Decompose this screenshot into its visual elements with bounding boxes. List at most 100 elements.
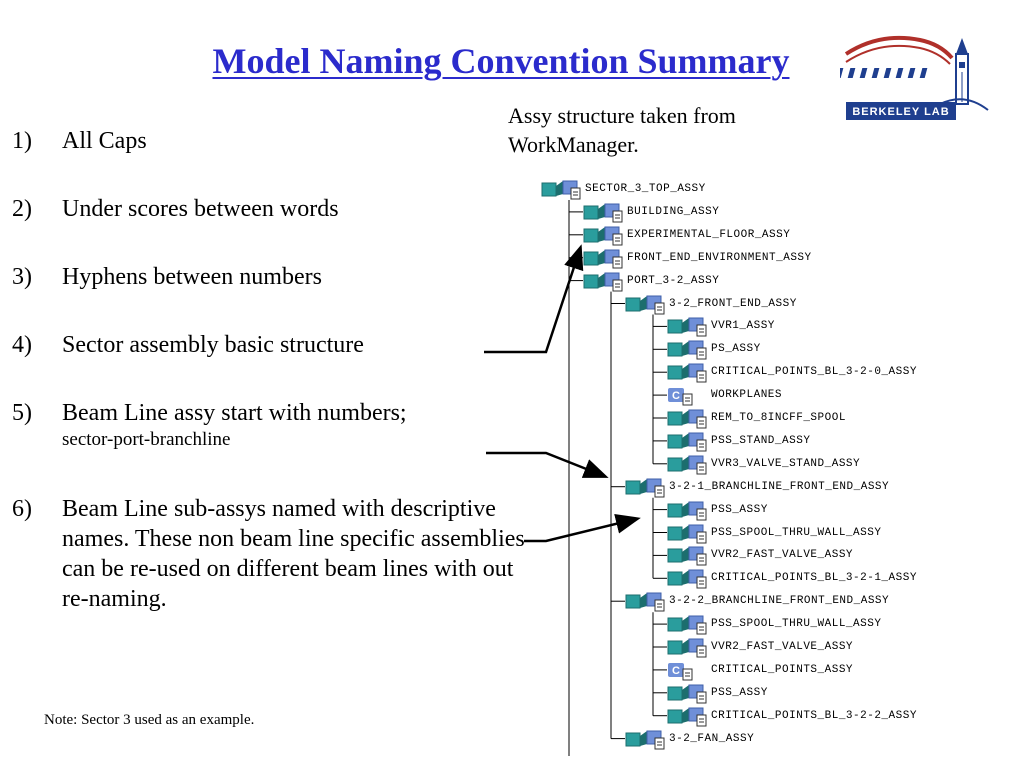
assembly-icon (625, 728, 667, 750)
tree-node[interactable]: 3-2-2_BRANCHLINE_FRONT_END_ASSY (625, 590, 889, 612)
assembly-icon (667, 613, 709, 635)
tree-node-label: REM_TO_8INCFF_SPOOL (711, 412, 846, 424)
assembly-icon (625, 293, 667, 315)
tree-node[interactable]: PSS_SPOOL_THRU_WALL_ASSY (667, 613, 881, 635)
assembly-icon (583, 224, 625, 246)
component-icon: C (667, 659, 695, 681)
tree-node-label: CRITICAL_POINTS_BL_3-2-0_ASSY (711, 366, 917, 379)
tree-node[interactable]: VVR2_FAST_VALVE_ASSY (667, 544, 853, 566)
assembly-icon (667, 453, 709, 475)
assembly-icon (667, 522, 709, 544)
tree-node-label: 3-2-2_BRANCHLINE_FRONT_END_ASSY (669, 595, 890, 608)
tree-node[interactable]: CRITICAL_POINTS_BL_3-2-1_ASSY (667, 567, 917, 589)
tree-node[interactable]: CRITICAL_POINTS_BL_3-2-0_ASSY (667, 361, 917, 383)
tree-node[interactable]: VVR2_FAST_VALVE_ASSY (667, 636, 853, 658)
tree-node-label: VVR2_FAST_VALVE_ASSY (711, 641, 854, 653)
tree-node[interactable]: C WORKPLANES (667, 384, 782, 406)
tree-node[interactable]: PSS_STAND_ASSY (667, 430, 810, 452)
tree-node[interactable]: EXPERIMENTAL_FLOOR_ASSY (583, 224, 790, 246)
tree-node[interactable]: REM_TO_8INCFF_SPOOL (667, 407, 846, 429)
rule-number: 1) (12, 128, 32, 154)
arrow-rule-6 (524, 514, 641, 543)
tree-node[interactable]: 3-2_FRONT_END_ASSY (625, 293, 797, 315)
assembly-icon (667, 705, 709, 727)
rule-text: Hyphens between numbers (62, 264, 322, 290)
tree-node-label: SECTOR_3_TOP_ASSY (585, 183, 706, 195)
assembly-icon (667, 636, 709, 658)
rule-subtext: sector-port-branchline (62, 429, 231, 450)
tree-node-label: CRITICAL_POINTS_BL_3-2-1_ASSY (711, 572, 917, 585)
tree-node[interactable]: VVR3_VALVE_STAND_ASSY (667, 453, 860, 475)
tree-node[interactable]: PSS_SPOOL_THRU_WALL_ASSY (667, 522, 881, 544)
tree-node-label: VVR2_FAST_VALVE_ASSY (711, 549, 854, 562)
tree-node-label: PSS_ASSY (711, 686, 768, 699)
tree-node-label: FRONT_END_ENVIRONMENT_ASSY (627, 251, 812, 264)
tree-node[interactable]: CRITICAL_POINTS_BL_3-2-2_ASSY (667, 705, 917, 727)
tree-node-label: PSS_SPOOL_THRU_WALL_ASSY (711, 526, 882, 539)
footnote: Note: Sector 3 used as an example. (44, 712, 255, 728)
assembly-icon (667, 430, 709, 452)
svg-text:C: C (672, 390, 680, 402)
rule-text: Sector assembly basic structure (62, 332, 364, 358)
assembly-icon (667, 315, 709, 337)
arrow-rule-4 (484, 244, 584, 354)
rule-number: 2) (12, 196, 32, 222)
assembly-icon (667, 682, 709, 704)
rule-text: Under scores between words (62, 196, 339, 222)
assembly-icon (667, 567, 709, 589)
arrow-rule-5 (486, 451, 609, 478)
assembly-icon (541, 178, 583, 200)
tree-node-label: PORT_3-2_ASSY (627, 274, 720, 287)
svg-text:BERKELEY LAB: BERKELEY LAB (852, 106, 949, 118)
tree-node-label: CRITICAL_POINTS_BL_3-2-2_ASSY (711, 709, 917, 722)
tree-node[interactable]: BUILDING_ASSY (583, 201, 719, 223)
tree-caption: Assy structure taken from WorkManager. (508, 103, 736, 157)
tree-node-label: VVR1_ASSY (711, 320, 775, 333)
assembly-icon (583, 201, 625, 223)
tree-node[interactable]: FRONT_END_ENVIRONMENT_ASSY (583, 247, 812, 269)
tree-node[interactable]: PSS_ASSY (667, 682, 768, 704)
tree-node-label: 3-2_FRONT_END_ASSY (669, 297, 797, 310)
component-icon: C (667, 384, 695, 406)
tree-node[interactable]: VVR1_ASSY (667, 315, 775, 337)
assembly-icon (667, 361, 709, 383)
assembly-icon (583, 270, 625, 292)
assembly-icon (583, 247, 625, 269)
tree-node-label: PSS_STAND_ASSY (711, 434, 811, 447)
assembly-icon (667, 407, 709, 429)
rule-text: Beam Line sub-assys named with descripti… (62, 496, 525, 612)
svg-text:C: C (672, 665, 680, 677)
tree-node-label: 3-2_FAN_ASSY (669, 732, 755, 745)
tree-node[interactable]: 3-2_FAN_ASSY (625, 728, 754, 750)
rule-text-block: Beam Line assy start with numbers; secto… (62, 398, 532, 452)
tree-node-label: WORKPLANES (711, 389, 783, 402)
tree-node[interactable]: PORT_3-2_ASSY (583, 270, 719, 292)
tree-node-label: PSS_SPOOL_THRU_WALL_ASSY (711, 618, 882, 631)
rule-text: Beam Line assy start with numbers; (62, 400, 407, 426)
rule-text: All Caps (62, 128, 147, 154)
assembly-icon (625, 476, 667, 498)
tree-node-label: PS_ASSY (711, 343, 761, 356)
tree-node-label: 3-2-1_BRANCHLINE_FRONT_END_ASSY (669, 480, 890, 493)
tree-node[interactable]: SECTOR_3_TOP_ASSY (541, 178, 706, 200)
tree-node-label: CRITICAL_POINTS_ASSY (711, 663, 854, 676)
assembly-icon (667, 544, 709, 566)
page-title: Model Naming Convention Summary (212, 41, 790, 81)
rule-number: 5) (12, 400, 32, 426)
rule-number: 6) (12, 496, 32, 522)
tree-node-label: VVR3_VALVE_STAND_ASSY (711, 457, 861, 470)
rule-number: 4) (12, 332, 32, 358)
tree-node[interactable]: PS_ASSY (667, 338, 761, 360)
tree-node[interactable]: PSS_ASSY (667, 499, 768, 521)
assembly-icon (667, 499, 709, 521)
berkeley-lab-logo: BERKELEY LAB (840, 35, 989, 120)
assembly-icon (667, 338, 709, 360)
tree-node-label: BUILDING_ASSY (627, 205, 720, 218)
tree-node[interactable]: C CRITICAL_POINTS_ASSY (667, 659, 853, 681)
tree-node[interactable]: 3-2-1_BRANCHLINE_FRONT_END_ASSY (625, 476, 889, 498)
rule-number: 3) (12, 264, 32, 290)
tree-node-label: PSS_ASSY (711, 503, 768, 516)
tree-node-label: EXPERIMENTAL_FLOOR_ASSY (627, 228, 791, 241)
